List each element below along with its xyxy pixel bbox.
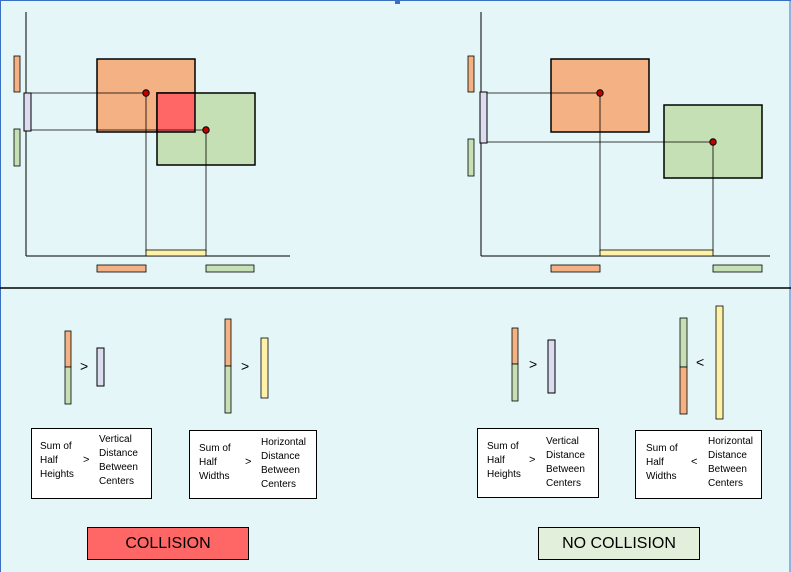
box-a-width-projection [550, 264, 601, 273]
collision-vertical-rule-box: Sum of Half Heights > Vertical Distance … [31, 428, 152, 499]
rule-operator: > [83, 454, 90, 466]
collision-vertical-compare [64, 330, 105, 405]
vertical-operator: > [529, 356, 538, 372]
half-height-a-bar [64, 330, 72, 368]
horizontal-center-distance [145, 249, 207, 257]
half-height-b-bar [64, 366, 72, 405]
rule-left-text: Sum of Half Widths [199, 443, 231, 482]
no-collision-result-label: NO COLLISION [538, 527, 700, 560]
top-handle [395, 0, 400, 4]
center-a-dot [596, 89, 604, 97]
rule-right-text: Vertical Distance Between Centers [546, 436, 585, 489]
rule-right-text: Horizontal Distance Between Centers [708, 436, 754, 489]
box-b-width-projection [712, 264, 763, 273]
overlap-region [156, 92, 196, 133]
vertical-distance-bar [96, 347, 105, 387]
vertical-distance-bar [547, 339, 556, 394]
horizontal-distance-bar [260, 337, 269, 399]
center-b-dot [202, 126, 210, 134]
no-collision-vertical-compare [511, 327, 556, 402]
box-b-height-projection [467, 138, 475, 177]
horizontal-operator: < [696, 354, 705, 370]
collision-plot [13, 12, 290, 273]
vertical-center-distance [23, 92, 32, 132]
no-collision-horizontal-rule-box: Sum of Half Widths < Horizontal Distance… [635, 430, 762, 499]
rule-left-text: Sum of Half Widths [646, 443, 678, 482]
vertical-operator: > [80, 358, 89, 374]
half-width-a-bar [224, 318, 232, 367]
rule-operator: > [529, 454, 536, 466]
box-a-height-projection [13, 55, 21, 93]
center-a-dot [142, 89, 150, 97]
half-width-a-bar [679, 366, 688, 415]
horizontal-operator: > [241, 358, 250, 374]
no-collision-plot [467, 12, 770, 273]
box-b-width-projection [205, 264, 255, 273]
center-b-dot [709, 138, 717, 146]
horizontal-distance-bar [715, 305, 724, 420]
rule-right-text: Horizontal Distance Between Centers [261, 437, 307, 490]
vertical-center-distance [479, 91, 488, 144]
box-a-height-projection [467, 55, 475, 93]
half-width-b-bar [224, 365, 232, 414]
half-height-b-bar [511, 363, 519, 402]
no-collision-horizontal-compare [679, 305, 724, 420]
rule-left-text: Sum of Half Heights [40, 441, 74, 480]
collision-horizontal-compare [224, 318, 269, 414]
rule-operator: < [691, 456, 698, 468]
box-a-width-projection [96, 264, 147, 273]
horizontal-center-distance [599, 249, 714, 257]
no-collision-vertical-rule-box: Sum of Half Heights > Vertical Distance … [477, 428, 599, 498]
half-height-a-bar [511, 327, 519, 365]
box-b-height-projection [13, 128, 21, 167]
rule-right-text: Vertical Distance Between Centers [99, 434, 138, 487]
collision-result-label: COLLISION [87, 527, 249, 560]
rule-operator: > [245, 456, 252, 468]
half-width-b-bar [679, 317, 688, 368]
rule-left-text: Sum of Half Heights [487, 441, 521, 480]
collision-horizontal-rule-box: Sum of Half Widths > Horizontal Distance… [189, 430, 317, 499]
